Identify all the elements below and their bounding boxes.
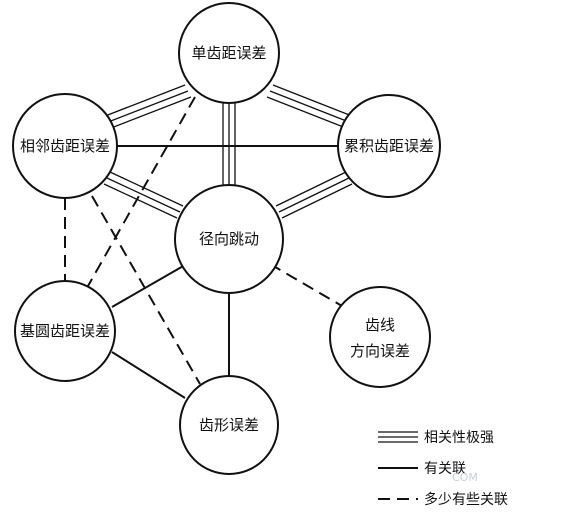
edge-adjacent-profile [91,195,201,385]
legend-item-related: 有关联 [378,461,466,477]
node-label: 齿形误差 [199,416,259,434]
node-label: 单齿距误差 [191,44,266,62]
node-adjacent-pitch: 相邻齿距误差 [12,93,118,199]
node-label: 齿线 [365,316,395,334]
legend-label: 相关性极强 [424,430,494,446]
edge-radial-helix [269,263,343,307]
legend-item-very-strong: 相关性极强 [378,430,494,446]
node-cumulative-pitch: 累积齿距误差 [337,94,441,198]
legend-item-somewhat: 多少有些关联 [378,491,508,508]
legend: 相关性极强 有关联 多少有些关联 COM [378,430,508,508]
node-label: 基圆齿距误差 [20,322,110,340]
node-label: 方向误差 [350,342,410,360]
node-label: 相邻齿距误差 [20,137,110,155]
nodes: 单齿距误差 相邻齿距误差 累积齿距误差 径向跳动 基圆齿距误差 齿线 方向误差 … [12,2,441,475]
edge-single-radial [222,102,236,185]
node-base-pitch: 基圆齿距误差 [14,280,116,382]
edge-base-profile [111,351,186,399]
edge-base-radial [111,264,186,308]
edge-single-adjacent [99,84,192,131]
edge-single-base [87,96,196,287]
node-label: 累积齿距误差 [344,137,434,155]
edges [64,84,358,399]
legend-label: 有关联 [424,461,466,477]
watermark: COM [452,471,478,484]
node-single-pitch: 单齿距误差 [178,2,280,104]
node-profile: 齿形误差 [179,375,279,475]
node-radial-runout: 径向跳动 [174,184,284,294]
node-helix: 齿线 方向误差 [329,286,431,388]
edge-adjacent-radial [103,171,184,219]
node-label: 径向跳动 [199,230,259,248]
edge-cumulative-radial [275,171,353,219]
legend-label: 多少有些关联 [424,491,508,508]
edge-single-cumulative [266,84,358,131]
